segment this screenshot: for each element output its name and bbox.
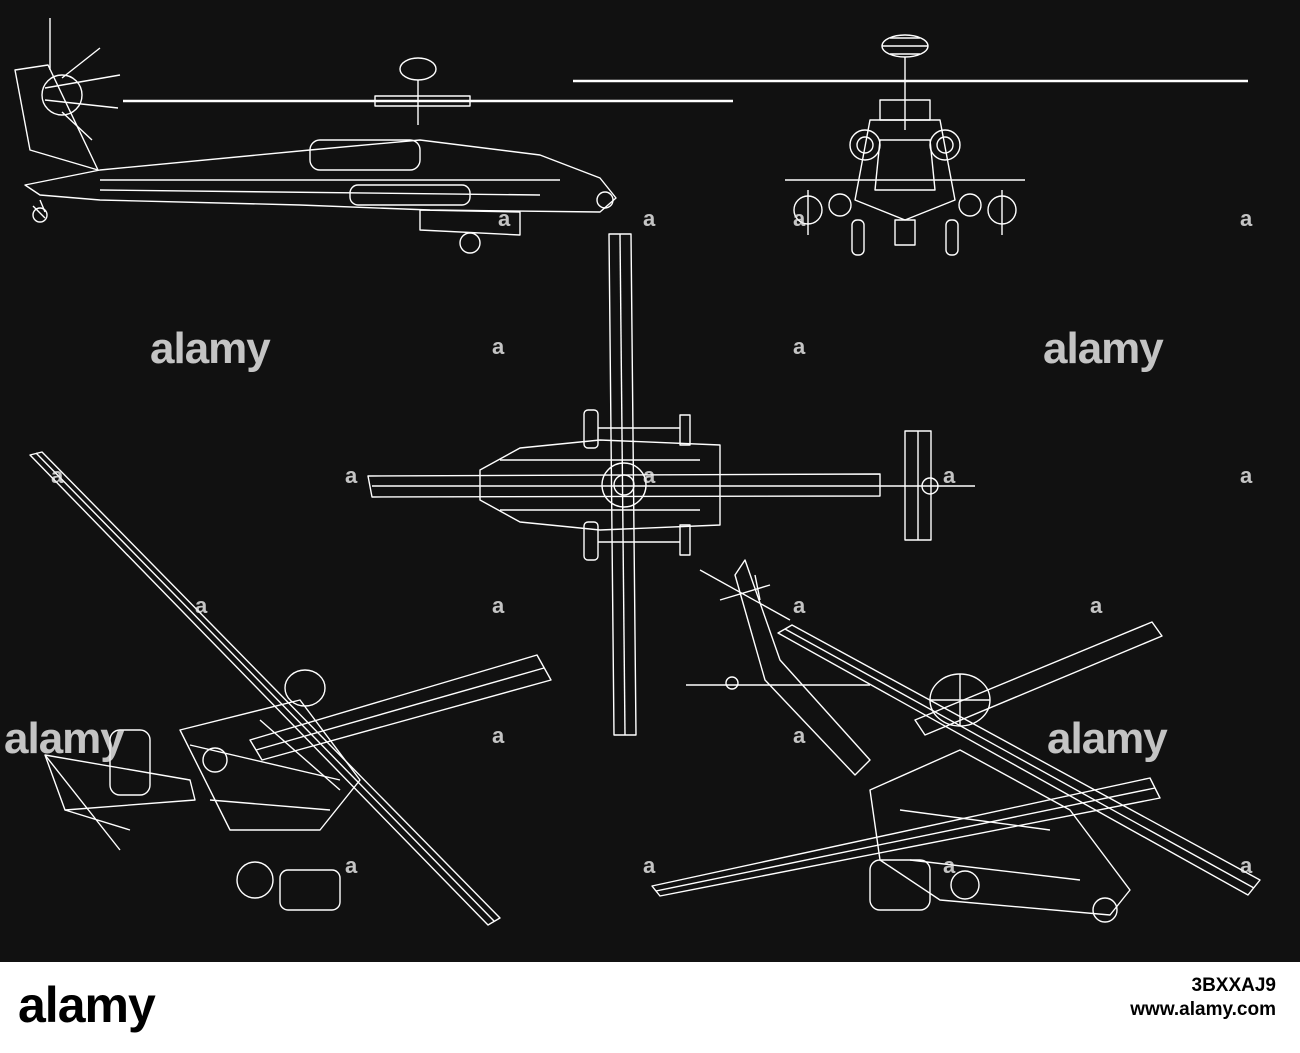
watermark-mark: a xyxy=(793,723,806,748)
watermark-mark: a xyxy=(345,463,358,488)
watermark-mark: a xyxy=(1240,463,1253,488)
watermark-mark: a xyxy=(943,463,956,488)
watermark-mark: a xyxy=(793,206,806,231)
watermark-mark: a xyxy=(492,593,505,618)
watermark-logo: alamy xyxy=(1043,324,1164,373)
watermark-mark: a xyxy=(793,593,806,618)
helicopter-top-view xyxy=(367,233,975,736)
watermark-mark: a xyxy=(943,853,956,878)
watermark-mark: a xyxy=(643,853,656,878)
watermark-mark: a xyxy=(195,593,208,618)
helicopter-front-view xyxy=(573,34,1248,256)
watermark-mark: a xyxy=(1090,593,1103,618)
image-id: 3BXXAJ9 xyxy=(1191,975,1277,996)
watermark-logo: alamy xyxy=(150,324,271,373)
watermark-mark: a xyxy=(643,206,656,231)
footer-info: 3BXXAJ9 www.alamy.com xyxy=(1130,974,1276,1022)
watermark-logo: alamy xyxy=(1047,714,1168,763)
helicopter-perspective-right-view xyxy=(651,559,1261,923)
watermark-mark: a xyxy=(1240,853,1253,878)
helicopter-perspective-left-view xyxy=(29,451,552,926)
watermark-mark: a xyxy=(643,463,656,488)
watermark-mark: a xyxy=(498,206,511,231)
watermark-mark: a xyxy=(51,463,64,488)
footer-bar: alamy 3BXXAJ9 www.alamy.com xyxy=(0,962,1300,1053)
watermark-mark: a xyxy=(345,853,358,878)
helicopter-side-view xyxy=(14,18,733,254)
watermark-mark: a xyxy=(492,334,505,359)
watermark-mark: a xyxy=(1240,206,1253,231)
site-url: www.alamy.com xyxy=(1130,998,1276,1020)
watermark-mark: a xyxy=(492,723,505,748)
image-canvas: alamy alamy alamy alamy a a a a a a a a … xyxy=(0,0,1300,962)
watermark-mark: a xyxy=(793,334,806,359)
footer-logo: alamy xyxy=(18,977,156,1033)
watermark-logo: alamy xyxy=(4,714,125,763)
wireframe-drawing xyxy=(14,18,1261,926)
